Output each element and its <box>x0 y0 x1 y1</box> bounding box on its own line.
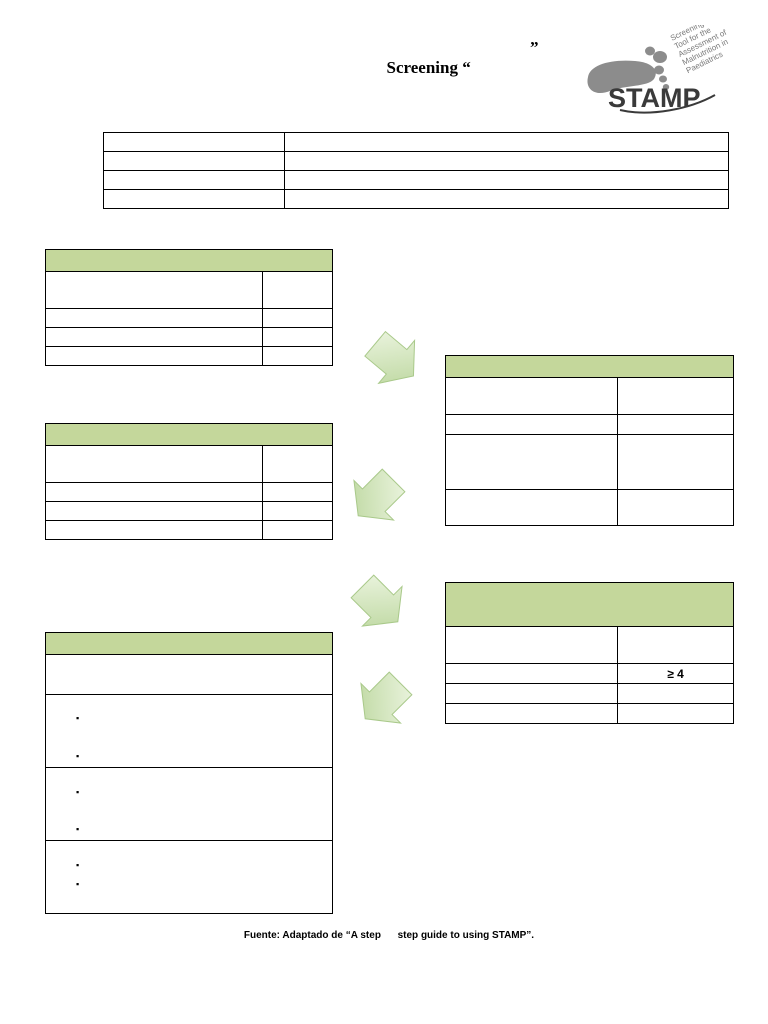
bullet-icon: ▪ <box>76 824 80 834</box>
step2-table <box>45 423 333 540</box>
page-title: Screening “ ” <box>378 38 539 98</box>
bullet-icon: ▪ <box>76 751 80 761</box>
care-plan-row <box>45 840 333 914</box>
step1-table <box>45 249 333 366</box>
table-cell <box>262 445 333 483</box>
logo-wordmark: STAMP <box>608 83 701 113</box>
table-cell <box>617 626 734 664</box>
step2-header <box>45 423 333 446</box>
stamp-logo: STAMP Screening Tool for the Assessment … <box>580 19 730 115</box>
title-text: Screening “ <box>386 58 471 77</box>
table-cell <box>445 377 618 415</box>
arrow-icon <box>353 468 406 521</box>
source-footnote: Fuente: Adaptado de “A step step guide t… <box>243 930 535 941</box>
table-cell <box>445 434 618 490</box>
score-cell[interactable] <box>617 489 734 526</box>
bullet-icon: ▪ <box>76 713 80 723</box>
step3-table <box>445 355 734 526</box>
arrow-icon <box>360 671 413 724</box>
total-score-table: ≥ 4 <box>445 582 734 724</box>
table-cell <box>617 703 734 724</box>
score-cell[interactable] <box>262 520 333 540</box>
total-score-header <box>445 582 734 627</box>
care-plan-table <box>45 632 333 914</box>
care-plan-row <box>45 767 333 841</box>
step1-header <box>45 249 333 272</box>
care-plan-header <box>45 632 333 655</box>
table-cell <box>445 489 618 526</box>
arrow-icon <box>350 574 403 627</box>
table-cell <box>45 654 333 695</box>
info-value-cell[interactable] <box>284 189 729 209</box>
score-cell[interactable] <box>262 346 333 366</box>
bullet-icon: ▪ <box>76 860 80 870</box>
patient-info-table <box>103 132 729 209</box>
score-cell[interactable] <box>617 434 734 490</box>
bullet-icon: ▪ <box>76 787 80 797</box>
bullet-icon: ▪ <box>76 879 80 889</box>
footprint-icon: STAMP Screening Tool for the Assessment … <box>587 19 729 114</box>
table-cell <box>262 271 333 309</box>
title-close-quote: ” <box>530 38 539 57</box>
arrow-icon <box>364 330 416 385</box>
